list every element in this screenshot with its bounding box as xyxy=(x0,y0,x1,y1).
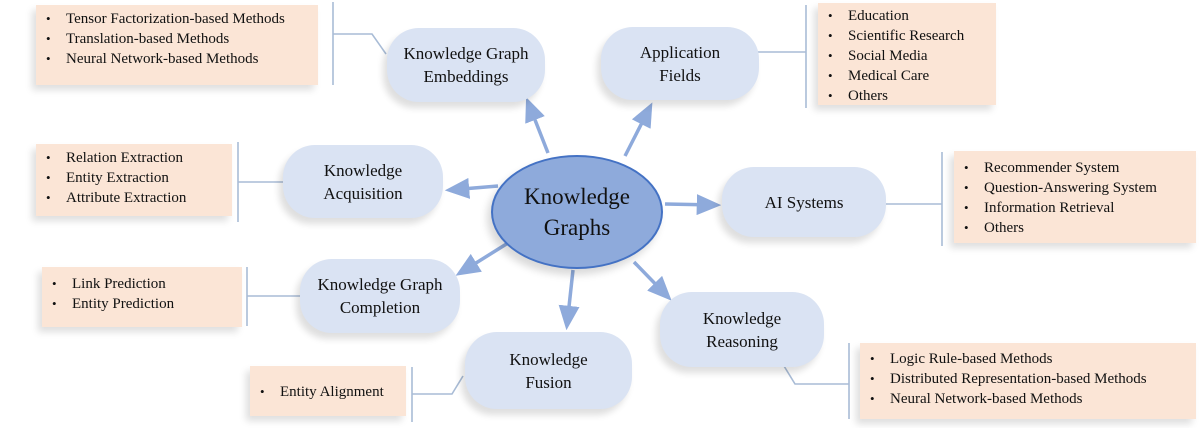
list-item: Neural Network-based Methods xyxy=(868,389,1188,409)
bracket-embeddings xyxy=(332,2,387,85)
bracket-ai-systems xyxy=(886,152,943,246)
node-label: Knowledge Fusion xyxy=(509,349,588,392)
list-item: Question-Answering System xyxy=(962,178,1188,198)
list-item: Entity Alignment xyxy=(258,382,398,402)
node-knowledge-fusion: Knowledge Fusion xyxy=(465,332,632,409)
items-box-fusion: Entity Alignment xyxy=(250,366,406,416)
node-label: Knowledge Graph Completion xyxy=(317,275,443,317)
list-item: Medical Care xyxy=(826,66,988,86)
items-box-reasoning: Logic Rule-based Methods Distributed Rep… xyxy=(860,343,1196,419)
list-item: Others xyxy=(962,218,1188,238)
list-item: Tensor Factorization-based Methods xyxy=(44,9,310,29)
list-item: Neural Network-based Methods xyxy=(44,49,310,69)
arrow-to-ai-systems xyxy=(664,194,722,216)
node-knowledge-reasoning: Knowledge Reasoning xyxy=(660,292,824,367)
list-item: Others xyxy=(826,86,988,106)
list-item: Scientific Research xyxy=(826,26,988,46)
node-label: Knowledge Reasoning xyxy=(702,308,782,351)
bracket-completion xyxy=(246,267,300,326)
bracket-fusion xyxy=(411,367,464,422)
arrow-to-application-fields xyxy=(623,102,653,157)
node-ai-systems: AI Systems xyxy=(722,167,886,237)
list-item: Attribute Extraction xyxy=(44,188,224,208)
node-knowledge-graph-embeddings: Knowledge Graph Embeddings xyxy=(387,28,545,102)
arrow-to-completion xyxy=(455,241,509,276)
bracket-acquisition xyxy=(237,142,284,222)
list-item: Entity Prediction xyxy=(50,294,234,314)
list-item: Link Prediction xyxy=(50,274,234,294)
node-knowledge-graph-completion: Knowledge Graph Completion xyxy=(300,259,460,333)
bracket-reasoning xyxy=(783,343,850,419)
list-item: Distributed Representation-based Methods xyxy=(868,369,1188,389)
list-item: Relation Extraction xyxy=(44,148,224,168)
items-box-ai-systems: Recommender System Question-Answering Sy… xyxy=(954,151,1196,243)
arrow-to-embeddings xyxy=(525,97,550,154)
list-item: Education xyxy=(826,6,988,26)
list-item: Information Retrieval xyxy=(962,198,1188,218)
items-box-embeddings: Tensor Factorization-based Methods Trans… xyxy=(36,5,318,85)
items-box-completion: Link Prediction Entity Prediction xyxy=(42,267,242,327)
node-label: AI Systems xyxy=(764,192,844,212)
central-node-knowledge-graphs: Knowledge Graphs xyxy=(491,155,663,269)
central-node-label: Knowledge Graphs xyxy=(523,184,631,240)
list-item: Logic Rule-based Methods xyxy=(868,349,1188,369)
node-label: Knowledge Graph Embeddings xyxy=(403,44,529,86)
bracket-application-fields xyxy=(757,5,807,108)
arrow-to-fusion xyxy=(558,269,580,331)
items-box-application-fields: Education Scientific Research Social Med… xyxy=(818,3,996,106)
arrow-to-reasoning xyxy=(632,260,672,301)
node-label: Application Fields xyxy=(639,42,721,85)
list-item: Social Media xyxy=(826,46,988,66)
list-item: Entity Extraction xyxy=(44,168,224,188)
list-item: Translation-based Methods xyxy=(44,29,310,49)
node-application-fields: Application Fields xyxy=(601,27,759,100)
list-item: Recommender System xyxy=(962,158,1188,178)
node-label: Knowledge Acquisition xyxy=(323,160,403,203)
arrow-to-acquisition xyxy=(444,177,499,199)
items-box-acquisition: Relation Extraction Entity Extraction At… xyxy=(36,144,232,216)
node-knowledge-acquisition: Knowledge Acquisition xyxy=(283,145,443,218)
